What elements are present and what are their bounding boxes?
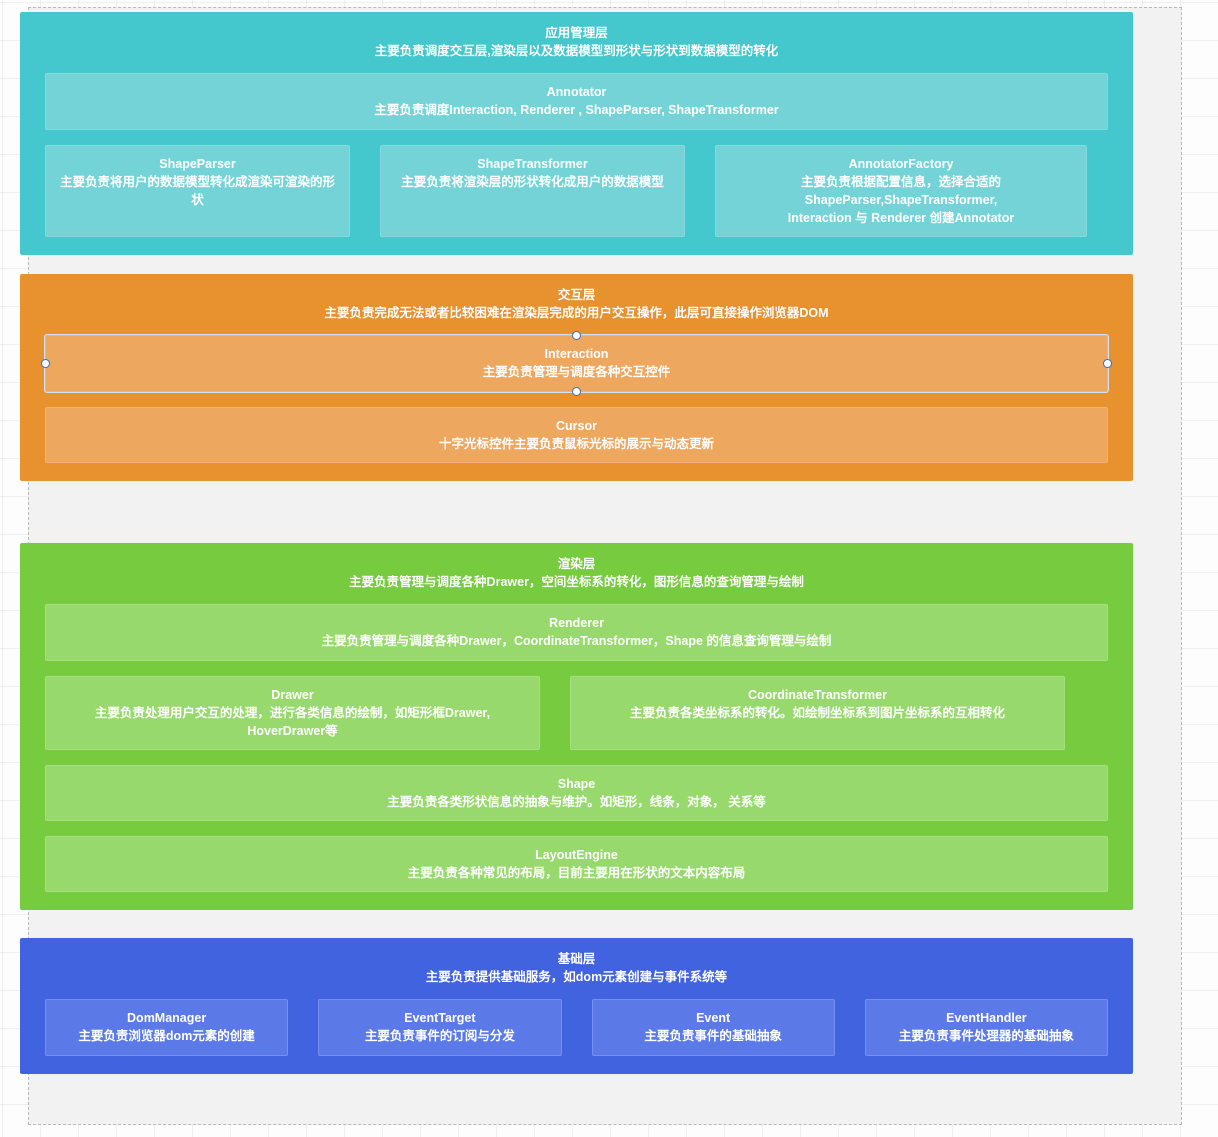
card-shape[interactable]: Shape 主要负责各类形状信息的抽象与维护。如矩形，线条，对象， 关系等 <box>45 764 1108 822</box>
card-interaction[interactable]: Interaction 主要负责管理与调度各种交互控件 <box>41 331 1112 396</box>
card-shape-parser[interactable]: ShapeParser 主要负责将用户的数据模型转化成渲染可渲染的形状 <box>45 144 350 237</box>
layer-render-header: 渲染层 主要负责管理与调度各种Drawer，空间坐标系的转化，图形信息的查询管理… <box>45 555 1108 591</box>
layer-interaction-desc: 主要负责完成无法或者比较困难在渲染层完成的用户交互操作，此层可直接操作浏览器DO… <box>324 306 829 321</box>
card-event-desc: 主要负责事件的基础抽象 <box>644 1029 782 1044</box>
interaction-row-cursor: Cursor 十字光标控件主要负责鼠标光标的展示与动态更新 <box>45 406 1108 463</box>
card-annotator-desc: 主要负责调度Interaction, Renderer , ShapeParse… <box>374 103 779 118</box>
layer-application-management[interactable]: 应用管理层 主要负责调度交互层,渲染层以及数据模型到形状与形状到数据模型的转化 … <box>20 12 1133 255</box>
card-dom-manager-desc: 主要负责浏览器dom元素的创建 <box>78 1029 255 1044</box>
layer-application-management-title: 应用管理层 <box>545 26 608 40</box>
card-dom-manager-title: DomManager <box>127 1011 207 1026</box>
layer-application-management-desc: 主要负责调度交互层,渲染层以及数据模型到形状与形状到数据模型的转化 <box>374 44 779 59</box>
card-renderer-desc: 主要负责管理与调度各种Drawer，CoordinateTransformer，… <box>321 634 832 649</box>
card-layout-engine-desc: 主要负责各种常见的布局，目前主要用在形状的文本内容布局 <box>407 866 746 881</box>
card-drawer[interactable]: Drawer 主要负责处理用户交互的处理，进行各类信息的绘制，如矩形框Drawe… <box>45 675 540 750</box>
resize-handle-right[interactable] <box>1103 358 1112 368</box>
layer-interaction[interactable]: 交互层 主要负责完成无法或者比较困难在渲染层完成的用户交互操作，此层可直接操作浏… <box>20 274 1133 481</box>
card-coordinate-transformer-title: CoordinateTransformer <box>748 687 887 702</box>
card-event-target-desc: 主要负责事件的订阅与分发 <box>364 1029 515 1044</box>
card-coordinate-transformer-desc: 主要负责各类坐标系的转化。如绘制坐标系到图片坐标系的互相转化 <box>629 705 1005 720</box>
card-shape-transformer-desc: 主要负责将渲染层的形状转化成用户的数据模型 <box>401 174 664 189</box>
layer-foundation[interactable]: 基础层 主要负责提供基础服务，如dom元素创建与事件系统等 DomManager… <box>20 938 1133 1074</box>
card-cursor-desc: 十字光标控件主要负责鼠标光标的展示与动态更新 <box>438 436 714 451</box>
resize-handle-left[interactable] <box>41 358 50 368</box>
layer-foundation-desc: 主要负责提供基础服务，如dom元素创建与事件系统等 <box>425 970 728 985</box>
card-drawer-desc: 主要负责处理用户交互的处理，进行各类信息的绘制，如矩形框Drawer, Hove… <box>94 705 491 738</box>
card-shape-desc: 主要负责各类形状信息的抽象与维护。如矩形，线条，对象， 关系等 <box>387 795 766 809</box>
layer-foundation-header: 基础层 主要负责提供基础服务，如dom元素创建与事件系统等 <box>45 950 1108 986</box>
render-row-renderer: Renderer 主要负责管理与调度各种Drawer，CoordinateTra… <box>45 604 1108 661</box>
layer-render[interactable]: 渲染层 主要负责管理与调度各种Drawer，空间坐标系的转化，图形信息的查询管理… <box>20 543 1133 911</box>
card-layout-engine-title: LayoutEngine <box>535 848 618 863</box>
card-dom-manager[interactable]: DomManager 主要负责浏览器dom元素的创建 <box>45 999 289 1056</box>
card-interaction-title: Interaction <box>544 347 609 362</box>
card-event-handler-desc: 主要负责事件处理器的基础抽象 <box>898 1029 1074 1044</box>
card-drawer-title: Drawer <box>271 687 314 702</box>
card-event-target-title: EventTarget <box>404 1011 476 1026</box>
card-shape-parser-desc: 主要负责将用户的数据模型转化成渲染可渲染的形状 <box>59 174 335 207</box>
card-layout-engine[interactable]: LayoutEngine 主要负责各种常见的布局，目前主要用在形状的文本内容布局 <box>45 836 1108 893</box>
card-annotator-factory-title: AnnotatorFactory <box>848 156 954 171</box>
render-row-layout-engine: LayoutEngine 主要负责各种常见的布局，目前主要用在形状的文本内容布局 <box>45 836 1108 893</box>
render-row-shape: Shape 主要负责各类形状信息的抽象与维护。如矩形，线条，对象， 关系等 <box>45 764 1108 822</box>
layer-render-desc: 主要负责管理与调度各种Drawer，空间坐标系的转化，图形信息的查询管理与绘制 <box>349 575 804 590</box>
card-cursor[interactable]: Cursor 十字光标控件主要负责鼠标光标的展示与动态更新 <box>45 406 1108 463</box>
card-event-title: Event <box>696 1011 731 1026</box>
card-event-handler[interactable]: EventHandler 主要负责事件处理器的基础抽象 <box>864 999 1108 1056</box>
card-shape-title: Shape <box>557 776 596 791</box>
interaction-row-interaction: Interaction 主要负责管理与调度各种交互控件 <box>41 331 1112 396</box>
layer-render-title: 渲染层 <box>557 557 596 571</box>
card-annotator-factory-desc-line2: Interaction 与 Renderer 创建Annotator <box>787 210 1015 225</box>
app-row-components: ShapeParser 主要负责将用户的数据模型转化成渲染可渲染的形状 Shap… <box>45 144 1108 237</box>
card-event[interactable]: Event 主要负责事件的基础抽象 <box>591 999 835 1056</box>
card-shape-parser-title: ShapeParser <box>159 156 236 171</box>
card-event-handler-title: EventHandler <box>946 1011 1027 1026</box>
resize-handle-bottom[interactable] <box>572 386 581 396</box>
card-annotator[interactable]: Annotator 主要负责调度Interaction, Renderer , … <box>45 73 1108 130</box>
app-row-annotator: Annotator 主要负责调度Interaction, Renderer , … <box>45 73 1108 130</box>
card-cursor-title: Cursor <box>556 418 597 433</box>
card-interaction-desc: 主要负责管理与调度各种交互控件 <box>482 365 671 380</box>
resize-handle-top[interactable] <box>572 331 581 341</box>
layer-application-management-header: 应用管理层 主要负责调度交互层,渲染层以及数据模型到形状与形状到数据模型的转化 <box>45 24 1108 60</box>
layer-interaction-title: 交互层 <box>557 288 596 302</box>
card-coordinate-transformer[interactable]: CoordinateTransformer 主要负责各类坐标系的转化。如绘制坐标… <box>570 675 1065 750</box>
card-shape-transformer[interactable]: ShapeTransformer 主要负责将渲染层的形状转化成用户的数据模型 <box>380 144 685 237</box>
card-renderer[interactable]: Renderer 主要负责管理与调度各种Drawer，CoordinateTra… <box>45 604 1108 661</box>
card-shape-transformer-title: ShapeTransformer <box>477 156 588 171</box>
card-renderer-title: Renderer <box>549 616 604 631</box>
card-event-target[interactable]: EventTarget 主要负责事件的订阅与分发 <box>318 999 562 1056</box>
layer-foundation-title: 基础层 <box>557 952 596 966</box>
card-annotator-factory[interactable]: AnnotatorFactory 主要负责根据配置信息，选择合适的ShapePa… <box>715 144 1087 237</box>
layer-interaction-header: 交互层 主要负责完成无法或者比较困难在渲染层完成的用户交互操作，此层可直接操作浏… <box>45 286 1108 322</box>
foundation-row-services: DomManager 主要负责浏览器dom元素的创建 EventTarget 主… <box>45 999 1108 1056</box>
render-row-drawer-coordinate: Drawer 主要负责处理用户交互的处理，进行各类信息的绘制，如矩形框Drawe… <box>45 675 1108 750</box>
card-annotator-title: Annotator <box>546 85 607 100</box>
card-annotator-factory-desc-line1: 主要负责根据配置信息，选择合适的ShapeParser,ShapeTransfo… <box>800 174 1001 207</box>
